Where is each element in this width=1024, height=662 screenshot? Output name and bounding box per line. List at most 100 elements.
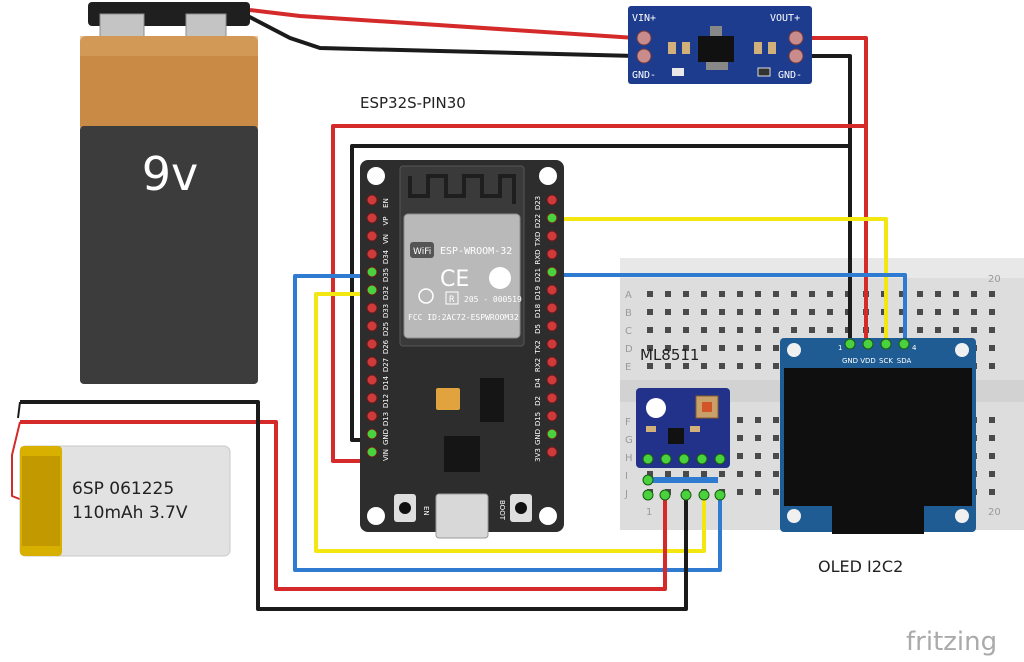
breadboard-hole xyxy=(683,471,689,477)
fcc-id: FCC ID:2AC72-ESPWROOM32 xyxy=(408,313,519,322)
col-label-end-bottom: 20 xyxy=(988,507,1001,518)
row-label-h: H xyxy=(625,453,633,464)
breadboard-hole xyxy=(773,489,779,495)
col-label-end-top: 20 xyxy=(988,274,1001,285)
esp32-right-pin-label-rx2: RX2 xyxy=(534,358,542,372)
wire-battery-black xyxy=(239,10,637,58)
breadboard-hole xyxy=(737,363,743,369)
breadboard-hole xyxy=(899,327,905,333)
row-label-f: F xyxy=(625,417,631,428)
breadboard-hole xyxy=(935,327,941,333)
breadboard-hole xyxy=(737,417,743,423)
lipo-line1: 6SP 061225 xyxy=(72,479,174,499)
breadboard-hole xyxy=(719,363,725,369)
wire-sensor-blue xyxy=(293,274,722,572)
oled-pin-first: 1 xyxy=(838,344,842,352)
esp32-right-pin-label-d21: D21 xyxy=(534,268,542,282)
esp32-left-pin-label-d34: D34 xyxy=(382,249,390,264)
breadboard-hole xyxy=(773,435,779,441)
breadboard-hole xyxy=(737,489,743,495)
row-label-d: D xyxy=(625,344,633,355)
breadboard-hole xyxy=(755,291,761,297)
esp32-right-pin-d15 xyxy=(546,410,558,422)
esp32-right-pin-rxd xyxy=(546,248,558,260)
breadboard-hole xyxy=(827,291,833,297)
row-label-i: I xyxy=(625,471,628,482)
breadboard-hole xyxy=(665,309,671,315)
breadboard-hole xyxy=(773,453,779,459)
esp32-right-pin-label-d23: D23 xyxy=(534,196,542,210)
breadboard-hole xyxy=(755,327,761,333)
breadboard-hole xyxy=(989,363,995,369)
esp32-left-pin-en xyxy=(366,194,378,206)
breadboard-hole xyxy=(647,291,653,297)
breadboard-hole xyxy=(773,417,779,423)
breadboard-hole xyxy=(989,327,995,333)
esp32-left-pin-d26 xyxy=(366,338,378,350)
wire-lipo-red-lead xyxy=(11,421,23,501)
wire-scl-yellow xyxy=(556,217,888,355)
lipo-line2: 110mAh 3.7V xyxy=(72,503,188,523)
esp32-board: WiFi ESP-WROOM-32 CE R 205 - 000519 FCC … xyxy=(360,160,564,539)
breadboard-hole xyxy=(737,435,743,441)
breadboard-hole xyxy=(665,345,671,351)
oled-display: 1 4 GND VDD SCK SDA xyxy=(780,338,976,534)
fritzing-logo: fritzing xyxy=(906,627,997,657)
breadboard-hole xyxy=(737,345,743,351)
esp32-right-pin-label-rxd: RXD xyxy=(534,249,542,264)
breadboard-hole xyxy=(755,435,761,441)
esp32-left-pin-d27 xyxy=(366,356,378,368)
breadboard-hole xyxy=(737,471,743,477)
esp32-left-pin-label-en: EN xyxy=(382,198,390,208)
breadboard-hole xyxy=(953,291,959,297)
esp32-right-pin-d5 xyxy=(546,320,558,332)
wire-lipo-black-lead xyxy=(17,401,21,419)
wire-battery-red xyxy=(249,8,637,40)
breadboard-hole xyxy=(737,327,743,333)
esp32-right-pin-3v3 xyxy=(546,446,558,458)
breadboard-hole xyxy=(773,291,779,297)
esp32-left-pin-label-d25: D25 xyxy=(382,322,390,336)
breadboard-hole xyxy=(719,291,725,297)
breadboard-hole xyxy=(755,453,761,459)
breadboard-hole xyxy=(971,327,977,333)
esp32-right-pin-d19 xyxy=(546,284,558,296)
breadboard-hole xyxy=(683,291,689,297)
battery-label: 9v xyxy=(142,147,199,201)
breadboard-hole xyxy=(647,327,653,333)
breadboard-hole xyxy=(647,345,653,351)
esp32-left-pin-label-d14: D14 xyxy=(382,375,390,390)
wire-reg-black xyxy=(800,54,852,355)
esp32-left-pin-label-gnd: GND xyxy=(382,429,390,445)
esp32-right-pin-label-txd: TXD xyxy=(534,232,542,247)
esp32-left-pin-label-d12: D12 xyxy=(382,394,390,408)
breadboard-hole xyxy=(917,291,923,297)
breadboard-hole xyxy=(899,291,905,297)
esp32-right-pin-d22 xyxy=(546,212,558,224)
breadboard-hole xyxy=(665,363,671,369)
esp32-right-pins: D23D22TXDRXDD21D19D18D5TX2RX2D4D2D15GND3… xyxy=(534,194,558,462)
breadboard-hole xyxy=(773,309,779,315)
breadboard-hole xyxy=(683,327,689,333)
breadboard-hole xyxy=(899,309,905,315)
breadboard-hole xyxy=(935,309,941,315)
reg-gnd-right-label: GND- xyxy=(778,70,802,81)
breadboard-hole xyxy=(683,309,689,315)
esp32-left-pin-label-d26: D26 xyxy=(382,339,390,354)
esp32-left-pin-vin xyxy=(366,446,378,458)
wifi-logo: WiFi xyxy=(413,247,431,257)
row-label-e: E xyxy=(625,362,631,373)
breadboard-hole xyxy=(665,327,671,333)
oled-pin-last: 4 xyxy=(912,344,917,352)
esp32-right-pin-d2 xyxy=(546,392,558,404)
breadboard-hole xyxy=(719,309,725,315)
breadboard-hole xyxy=(791,327,797,333)
breadboard-hole xyxy=(809,291,815,297)
esp32-right-pin-d23 xyxy=(546,194,558,206)
breadboard-hole xyxy=(647,471,653,477)
breadboard-hole xyxy=(683,345,689,351)
breadboard-hole xyxy=(791,309,797,315)
breadboard-hole xyxy=(647,363,653,369)
breadboard-hole xyxy=(917,327,923,333)
btn-en-label: EN xyxy=(422,506,430,516)
